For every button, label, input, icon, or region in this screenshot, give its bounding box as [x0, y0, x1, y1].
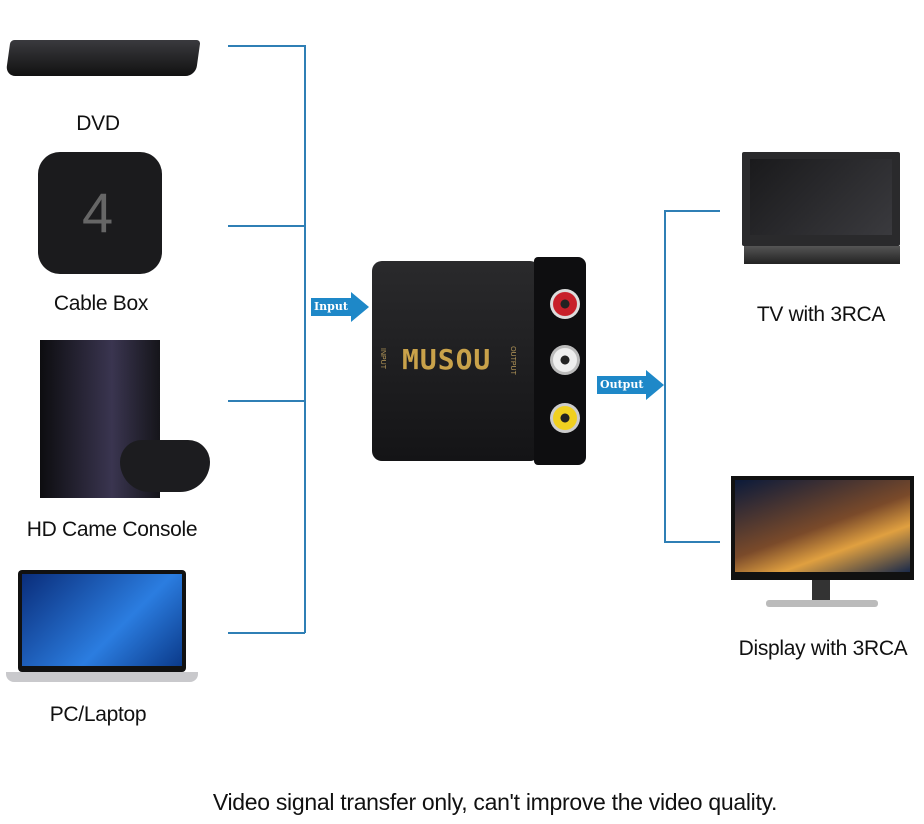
- output-connector-line: [664, 541, 720, 543]
- rca-jack-white: [550, 345, 580, 375]
- monitor-stand: [812, 580, 830, 600]
- input-connector-line: [304, 45, 306, 633]
- laptop-base: [6, 672, 198, 682]
- output-connector-line: [664, 210, 720, 212]
- input-connector-line: [228, 400, 305, 402]
- input-arrow: Input: [311, 292, 369, 322]
- dvd-player-icon: [5, 40, 201, 76]
- input-label-laptop: PC/Laptop: [49, 703, 147, 726]
- input-label-dvd: DVD: [76, 112, 120, 135]
- input-label-game-console: HD Came Console: [26, 518, 198, 541]
- laptop-icon: [18, 570, 186, 672]
- cable-box-number: 4: [82, 181, 114, 244]
- device-input-text: INPUT: [379, 348, 386, 369]
- input-connector-line: [228, 632, 305, 634]
- monitor-base: [766, 600, 878, 607]
- input-label-cable-box: Cable Box: [53, 292, 149, 315]
- input-connector-line: [228, 45, 305, 47]
- rca-jack-red: [550, 289, 580, 319]
- input-connector-line: [228, 225, 305, 227]
- monitor-icon: [731, 476, 914, 580]
- output-label-tv: TV with 3RCA: [756, 303, 886, 326]
- device-brand-logo: MUSOU: [402, 343, 492, 376]
- cable-box-icon: 4: [38, 152, 162, 274]
- output-arrow-label: Output: [597, 376, 647, 394]
- gamepad-icon: [120, 440, 210, 492]
- rca-jack-yellow: [550, 403, 580, 433]
- output-label-monitor: Display with 3RCA: [738, 637, 908, 660]
- tv-stand: [744, 246, 900, 264]
- output-arrow: Output: [597, 370, 665, 400]
- input-arrow-label: Input: [311, 298, 351, 316]
- output-connector-line: [664, 210, 666, 543]
- footer-note: Video signal transfer only, can't improv…: [212, 789, 778, 815]
- tv-icon: [742, 152, 900, 246]
- device-output-text: OUTPUT: [508, 346, 516, 375]
- converter-device: INPUT MUSOU OUTPUT: [372, 257, 586, 467]
